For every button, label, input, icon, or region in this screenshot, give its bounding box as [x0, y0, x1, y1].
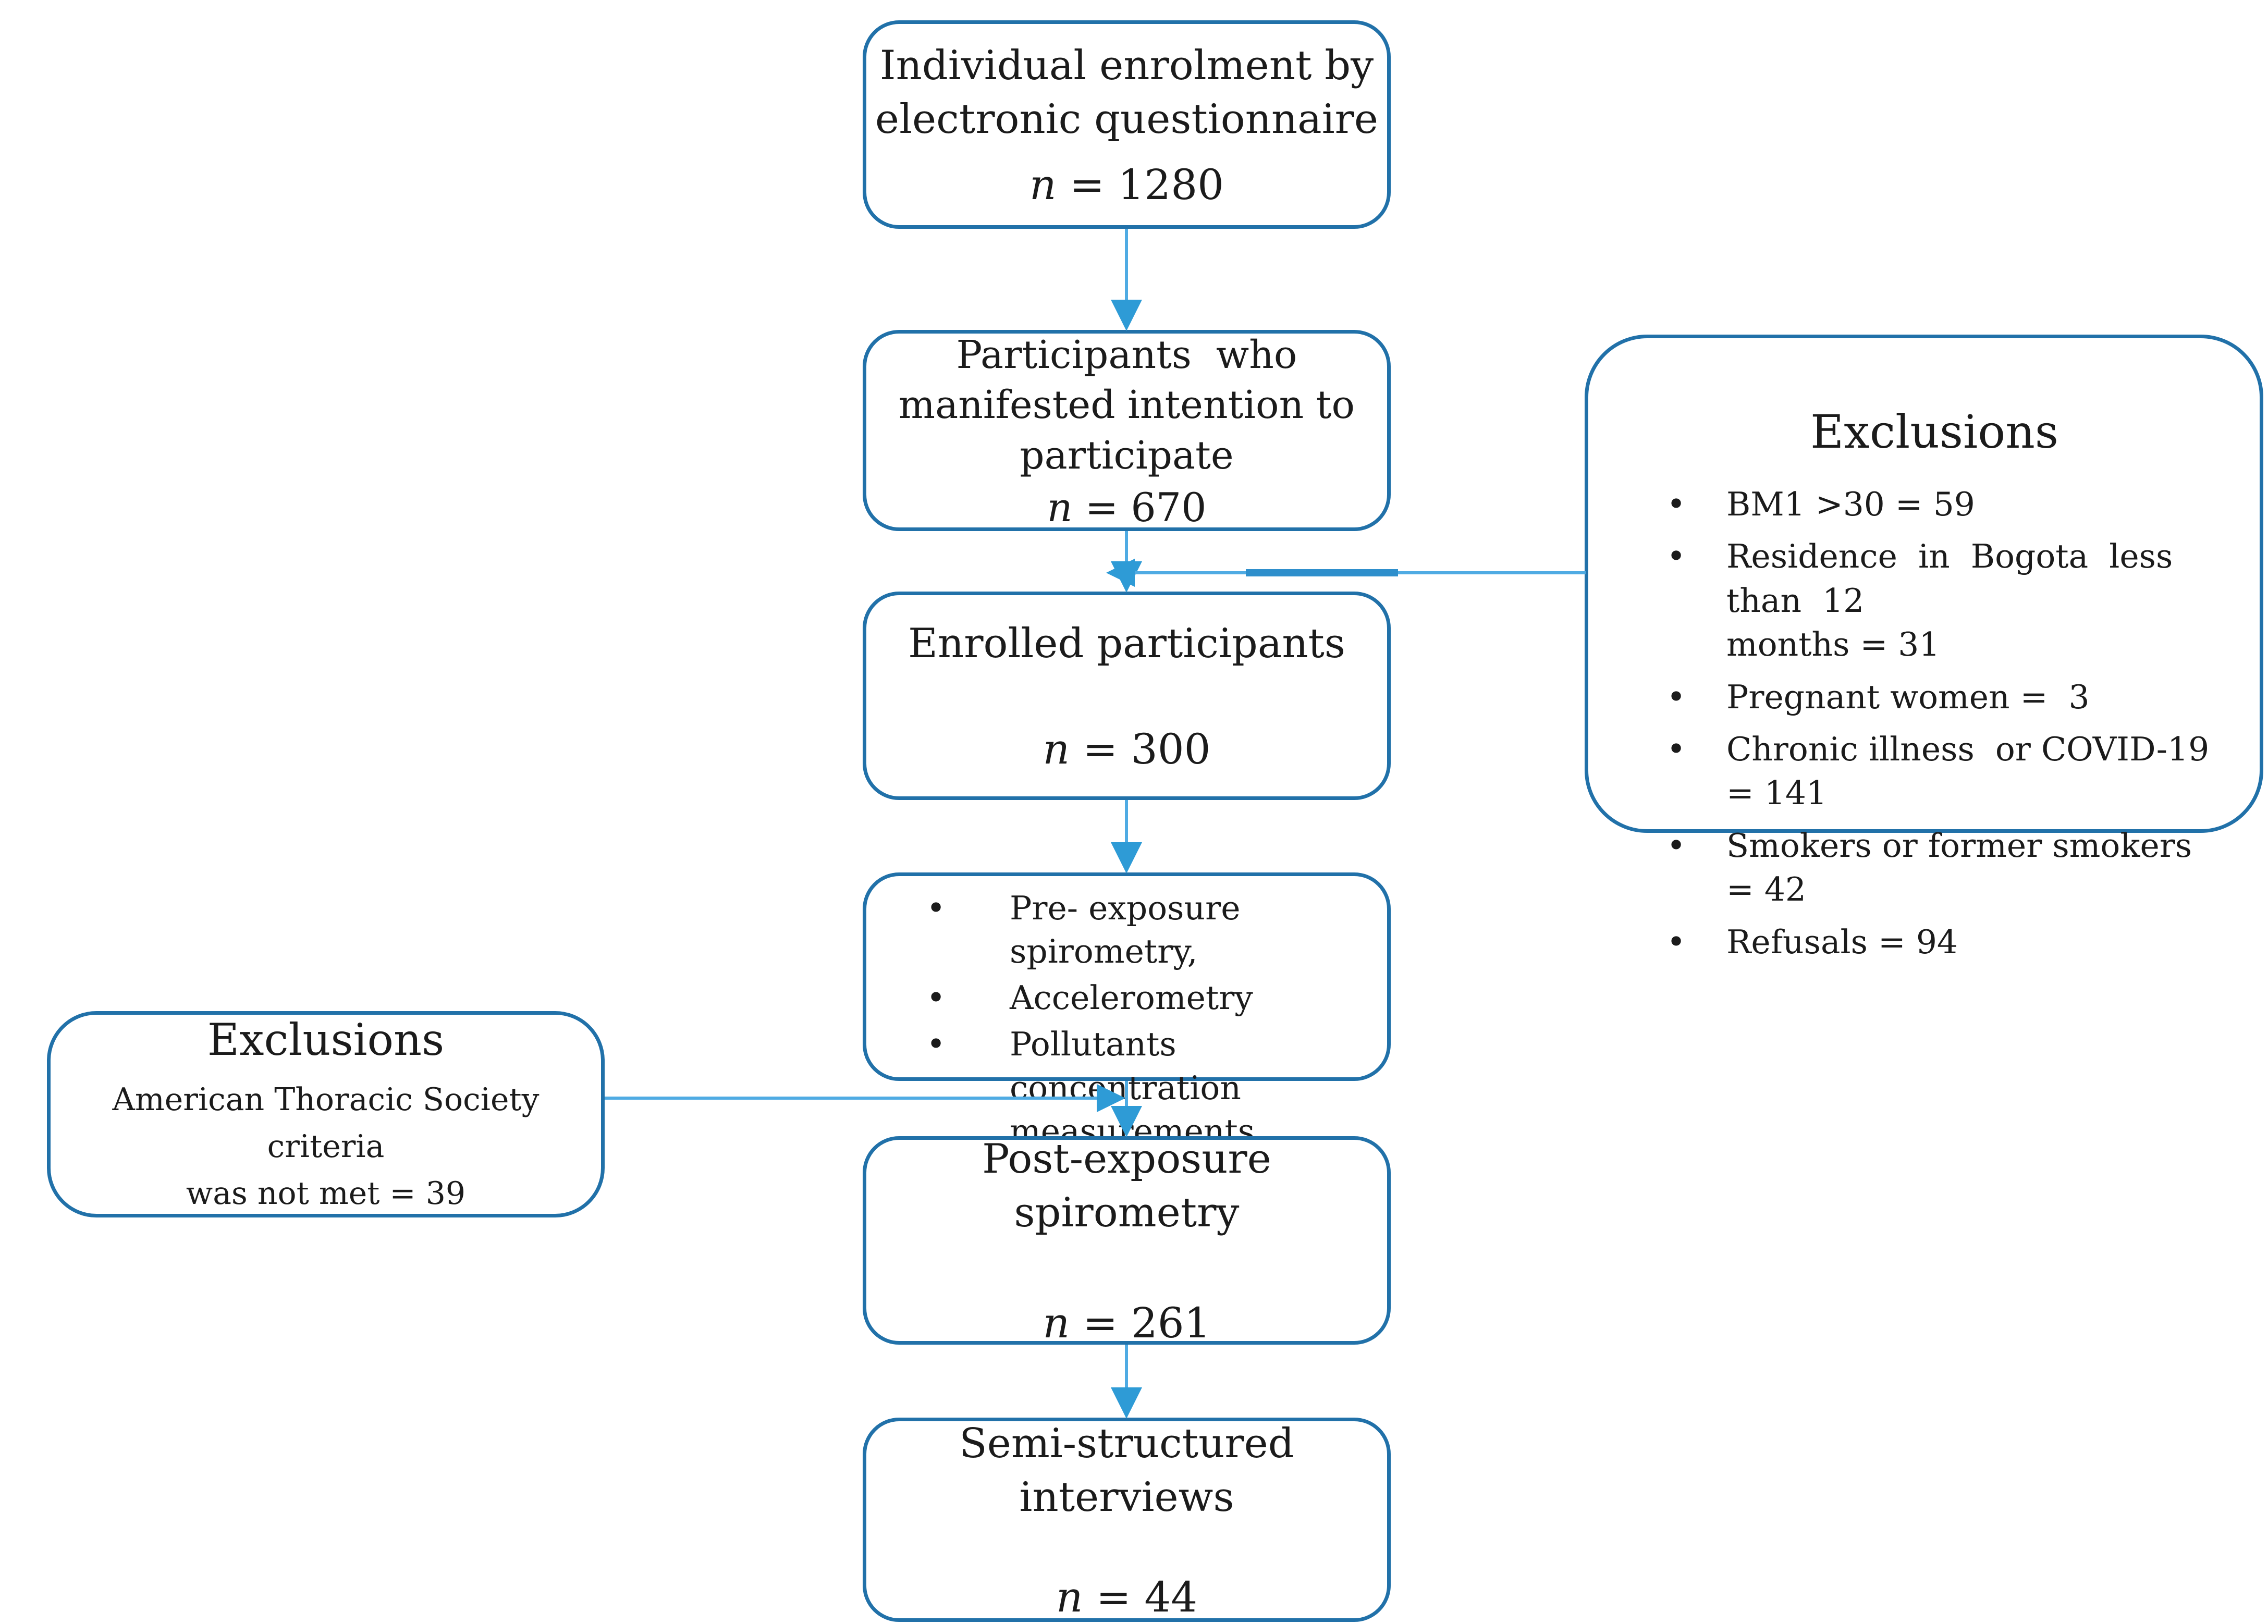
- connector-box5-box6: [1125, 1345, 1128, 1405]
- exclusion-item: Smokers or former smokers = 42: [1646, 824, 2223, 912]
- box-intention-text: Participants who manifested intention to…: [898, 333, 1355, 478]
- exclusions-left-title: Exclusions: [207, 1014, 445, 1066]
- connector-right-exclusions-thick-segment: [1246, 569, 1398, 576]
- procedure-item: Accelerometry: [898, 976, 1356, 1019]
- exclusion-item: Pregnant women = 3: [1646, 675, 2223, 720]
- arrowhead-from-right-exclusions: [1106, 559, 1135, 587]
- box-individual-enrolment-text: Individual enrolment by electronic quest…: [875, 42, 1379, 143]
- connector-box2-box3: [1125, 531, 1128, 576]
- box-post-exposure-n: n = 261: [1043, 1298, 1211, 1347]
- box-enrolled-participants: Enrolled participants n = 300: [863, 592, 1391, 800]
- exclusion-item: Residence in Bogota less than 12 months …: [1646, 535, 2223, 667]
- box-post-exposure-text: Post-exposure spirometry: [982, 1136, 1284, 1236]
- arrowhead-into-box6: [1111, 1387, 1142, 1419]
- exclusions-left-line2: was not met = 39: [186, 1175, 466, 1212]
- box-intention-to-participate: Participants who manifested intention to…: [863, 330, 1391, 531]
- exclusions-right-list: BM1 >30 = 59 Residence in Bogota less th…: [1646, 483, 2223, 973]
- connector-box1-box2: [1125, 229, 1128, 312]
- arrowhead-into-box4: [1111, 842, 1142, 873]
- exclusion-item: Refusals = 94: [1646, 920, 2223, 965]
- box-exclusions-left: Exclusions American Thoracic Society cri…: [47, 1011, 605, 1217]
- box-semi-structured-interviews: Semi-structured interviews n = 44: [863, 1418, 1391, 1622]
- arrowhead-into-box2: [1111, 300, 1142, 331]
- connector-box3-box4: [1125, 800, 1128, 857]
- exclusion-item: BM1 >30 = 59: [1646, 483, 2223, 527]
- box-exclusions-right: Exclusions BM1 >30 = 59 Residence in Bog…: [1585, 335, 2263, 964]
- box-intention-n: n = 670: [1047, 484, 1207, 531]
- box-individual-enrolment-n: n = 1280: [1029, 160, 1224, 209]
- box-interviews-n: n = 44: [1056, 1572, 1198, 1621]
- box-enrolled-text: Enrolled participants: [908, 620, 1345, 667]
- connector-box4-box5: [1125, 1081, 1128, 1123]
- exclusions-left-line1: American Thoracic Society criteria: [112, 1081, 540, 1165]
- box-post-exposure-spirometry: Post-exposure spirometry n = 261: [863, 1136, 1391, 1347]
- procedure-item: Pre- exposure spirometry,: [898, 887, 1356, 973]
- box-interviews-text: Semi-structured interviews: [959, 1420, 1294, 1521]
- exclusion-item: Chronic illness or COVID-19 = 141: [1646, 728, 2223, 816]
- box-baseline-procedures: Pre- exposure spirometry, Accelerometry …: [863, 872, 1391, 1198]
- exclusions-right-title: Exclusions: [1810, 405, 2059, 459]
- arrowhead-from-left-exclusions: [1097, 1084, 1125, 1112]
- box-individual-enrolment: Individual enrolment by electronic quest…: [863, 20, 1391, 229]
- connector-left-exclusions: [605, 1097, 1099, 1100]
- box-enrolled-n: n = 300: [1043, 725, 1211, 774]
